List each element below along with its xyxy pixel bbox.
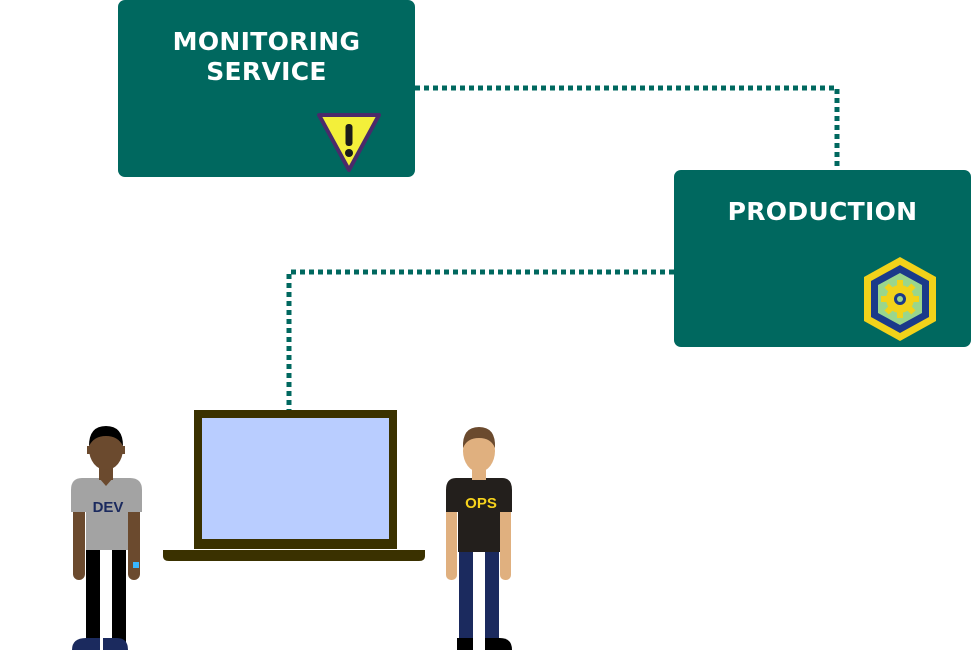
dev-shirt-label: DEV (93, 499, 124, 516)
monitoring-service-box: MONITORING SERVICE (118, 0, 415, 177)
production-box: PRODUCTION (674, 170, 971, 347)
laptop-icon (163, 410, 425, 561)
monitoring-title-line2: SERVICE (206, 57, 327, 86)
monitoring-service-title: MONITORING SERVICE (118, 27, 415, 87)
connector-production-laptop (286, 269, 674, 410)
ops-person: OPS (446, 427, 512, 650)
gear-hexagon-icon (864, 257, 936, 341)
warning-icon (317, 113, 381, 172)
connector-monitoring-production (415, 85, 840, 170)
monitoring-title-line1: MONITORING (172, 27, 361, 56)
dev-person: DEV (71, 426, 142, 650)
ops-shirt-label: OPS (465, 495, 497, 512)
production-title: PRODUCTION (727, 197, 918, 226)
